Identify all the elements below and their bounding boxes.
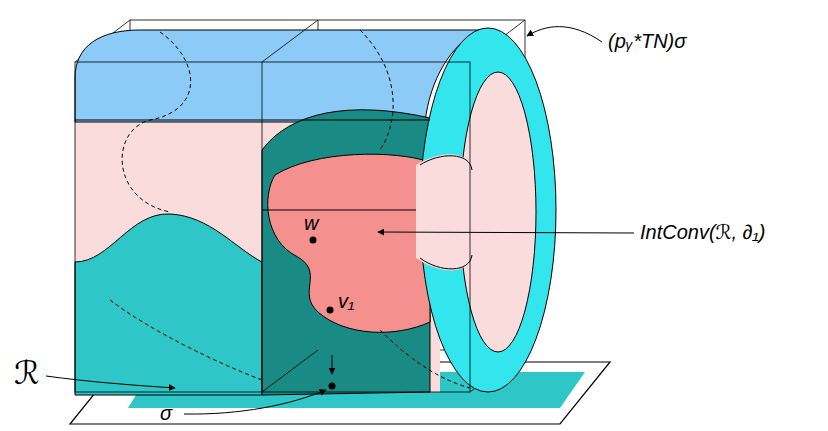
point-sigma xyxy=(329,383,336,390)
point-label: σ xyxy=(160,402,172,424)
hidden-edges xyxy=(110,30,470,388)
fiber-label: (pᵧ*TN)σ xyxy=(608,30,686,52)
tube-top xyxy=(75,30,480,122)
tube-bottom xyxy=(75,214,262,395)
region-label: IntConv(ℛ, ∂₁) xyxy=(640,221,766,243)
point-v1 xyxy=(327,307,334,314)
point-label: w xyxy=(304,212,318,234)
slice-section xyxy=(262,110,430,395)
end-cap-opening xyxy=(416,154,472,270)
end-cap-edge xyxy=(420,156,472,269)
leader-lines xyxy=(46,27,634,414)
point-w xyxy=(310,237,317,244)
wireframe-front xyxy=(75,20,470,392)
point-label: v₁ xyxy=(338,290,354,312)
intconv-region xyxy=(268,154,430,332)
region-label: ℛ xyxy=(14,356,40,391)
projection-arrow xyxy=(332,355,333,374)
